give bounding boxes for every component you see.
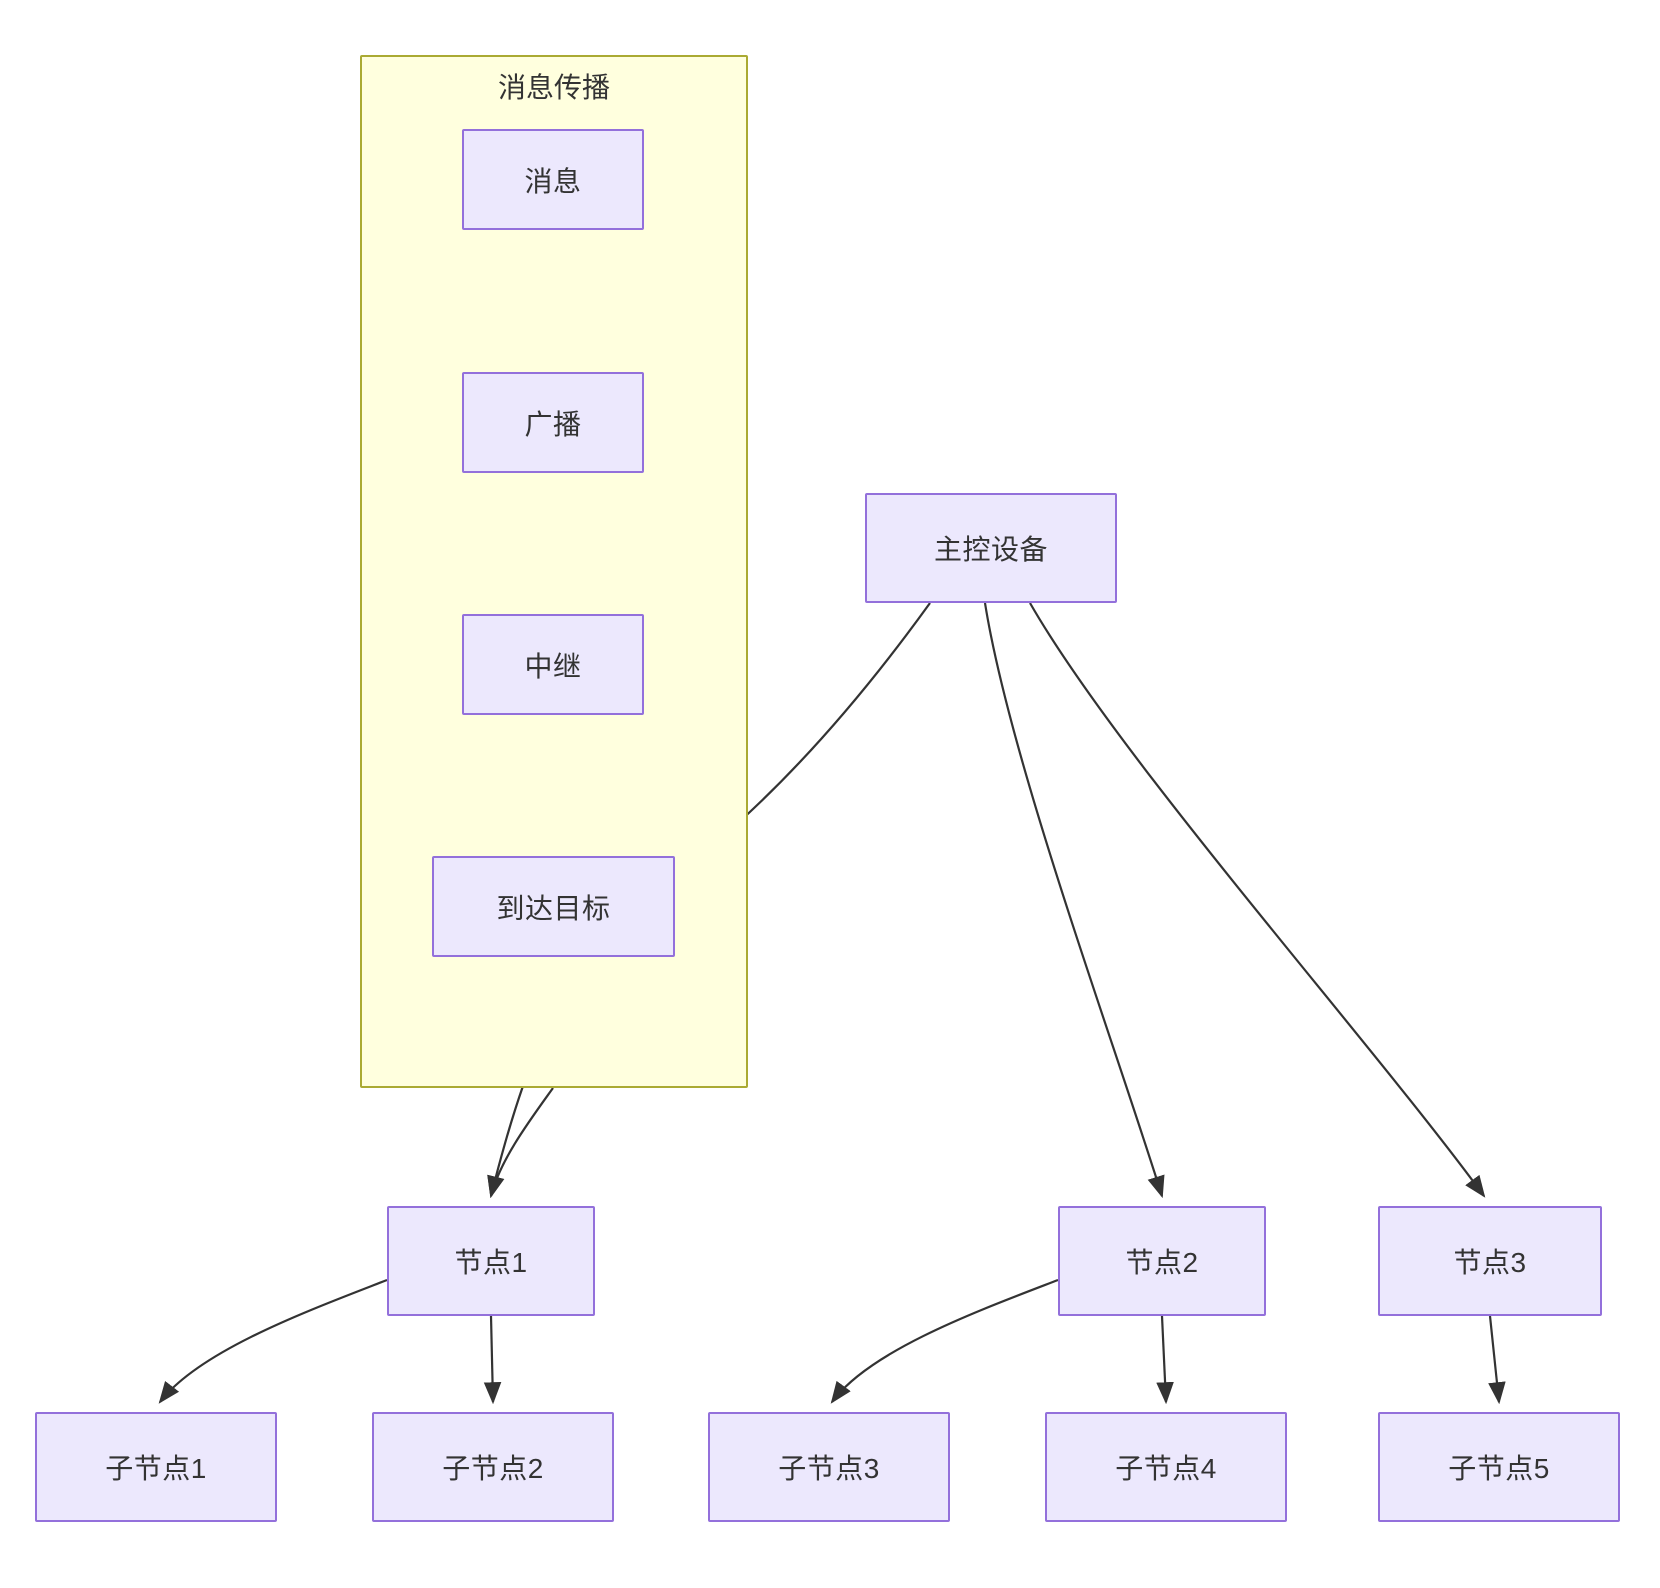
node-child2[interactable]: 子节点2 <box>372 1412 614 1522</box>
node-label: 主控设备 <box>933 534 1048 565</box>
edge-e-node1-child2 <box>483 1315 502 1405</box>
node-label: 子节点1 <box>105 1453 207 1484</box>
node-label: 消息 <box>524 165 582 197</box>
node-label: 子节点4 <box>1115 1453 1217 1484</box>
node-node3[interactable]: 节点3 <box>1378 1206 1602 1316</box>
edge-e-node1-child1 <box>158 1278 388 1404</box>
node-child5[interactable]: 子节点5 <box>1378 1412 1620 1522</box>
edge-e-node2-child4 <box>1156 1315 1174 1405</box>
node-bcast[interactable]: 广播 <box>462 372 644 473</box>
node-label: 子节点2 <box>442 1453 544 1484</box>
node-label: 广播 <box>524 408 582 440</box>
node-msg[interactable]: 消息 <box>462 129 644 230</box>
node-label: 子节点3 <box>778 1453 880 1484</box>
node-arrive[interactable]: 到达目标 <box>432 856 675 957</box>
edge-e-master-node3 <box>1029 602 1486 1198</box>
node-label: 子节点5 <box>1448 1453 1550 1484</box>
node-label: 节点2 <box>1125 1247 1199 1278</box>
node-child4[interactable]: 子节点4 <box>1045 1412 1287 1522</box>
edge-e-node2-child3 <box>830 1278 1059 1404</box>
node-child1[interactable]: 子节点1 <box>35 1412 277 1522</box>
node-node1[interactable]: 节点1 <box>387 1206 595 1316</box>
node-node2[interactable]: 节点2 <box>1058 1206 1266 1316</box>
node-label: 节点3 <box>1453 1247 1527 1278</box>
node-child3[interactable]: 子节点3 <box>708 1412 950 1522</box>
node-relay[interactable]: 中继 <box>462 614 644 715</box>
node-label: 节点1 <box>454 1247 528 1278</box>
edge-e-arrive-node1 <box>487 1087 554 1199</box>
edge-e-node3-child5 <box>1488 1315 1506 1405</box>
node-label: 到达目标 <box>496 892 611 924</box>
cluster-label: 消息传播 <box>497 72 610 103</box>
node-master[interactable]: 主控设备 <box>865 493 1117 603</box>
node-label: 中继 <box>524 650 582 682</box>
edge-e-master-node2 <box>983 602 1165 1199</box>
